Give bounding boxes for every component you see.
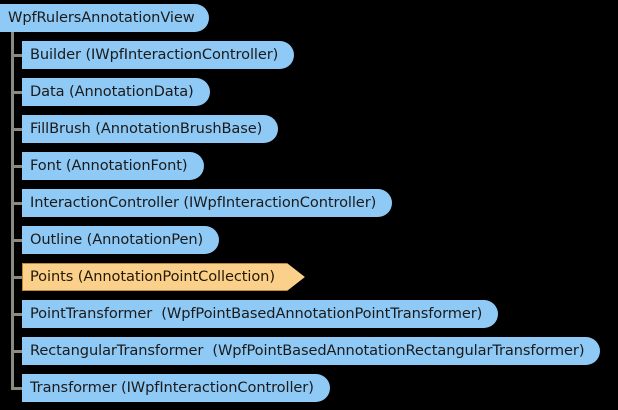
node-background bbox=[22, 152, 204, 180]
tree-root-node[interactable]: WpfRulersAnnotationView bbox=[0, 4, 209, 32]
tree-connector-tick bbox=[11, 239, 22, 242]
tree-root-label: WpfRulersAnnotationView bbox=[8, 8, 195, 26]
tree-member-label: Data (AnnotationData) bbox=[30, 82, 194, 100]
tree-member-label: Points (AnnotationPointCollection) bbox=[30, 267, 275, 285]
tree-member-label: FillBrush (AnnotationBrushBase) bbox=[30, 119, 263, 137]
tree-connector-spine bbox=[11, 28, 14, 390]
tree-member-node[interactable]: Transformer (IWpfInteractionController) bbox=[22, 374, 330, 402]
tree-member-node[interactable]: InteractionController (IWpfInteractionCo… bbox=[22, 189, 393, 217]
node-background bbox=[22, 78, 210, 106]
tree-connector-tick bbox=[11, 91, 22, 94]
tree-connector-tick bbox=[11, 387, 22, 390]
node-background bbox=[22, 337, 601, 365]
tree-connector-tick bbox=[11, 350, 22, 353]
node-background bbox=[22, 41, 295, 69]
tree-member-node[interactable]: Data (AnnotationData) bbox=[22, 78, 210, 106]
tree-connector-tick bbox=[11, 165, 22, 168]
tree-connector-tick bbox=[11, 276, 22, 279]
tree-member-node[interactable]: Outline (AnnotationPen) bbox=[22, 226, 220, 254]
tree-member-label: Font (AnnotationFont) bbox=[30, 156, 188, 174]
tree-member-node[interactable]: RectangularTransformer (WpfPointBasedAnn… bbox=[22, 337, 601, 365]
tree-member-label: Transformer (IWpfInteractionController) bbox=[30, 378, 314, 396]
node-background bbox=[22, 374, 330, 402]
tree-member-label: InteractionController (IWpfInteractionCo… bbox=[30, 193, 377, 211]
tree-connector-tick bbox=[11, 54, 22, 57]
tree-member-node[interactable]: Builder (IWpfInteractionController) bbox=[22, 41, 295, 69]
tree-member-node-selected[interactable]: Points (AnnotationPointCollection) bbox=[22, 263, 305, 291]
tree-connector-tick bbox=[11, 313, 22, 316]
tree-member-label: PointTransformer (WpfPointBasedAnnotatio… bbox=[30, 304, 483, 322]
node-background bbox=[22, 263, 305, 291]
tree-member-node[interactable]: PointTransformer (WpfPointBasedAnnotatio… bbox=[22, 300, 499, 328]
tree-connector-tick bbox=[11, 202, 22, 205]
tree-connector-tick bbox=[11, 128, 22, 131]
tree-member-node[interactable]: Font (AnnotationFont) bbox=[22, 152, 204, 180]
tree-member-node[interactable]: FillBrush (AnnotationBrushBase) bbox=[22, 115, 279, 143]
node-background bbox=[22, 189, 393, 217]
tree-member-label: Builder (IWpfInteractionController) bbox=[30, 45, 279, 63]
node-background bbox=[0, 4, 209, 32]
node-background bbox=[22, 226, 220, 254]
node-background bbox=[22, 300, 499, 328]
tree-member-label: RectangularTransformer (WpfPointBasedAnn… bbox=[30, 341, 585, 359]
tree-member-label: Outline (AnnotationPen) bbox=[30, 230, 204, 248]
node-background bbox=[22, 115, 279, 143]
